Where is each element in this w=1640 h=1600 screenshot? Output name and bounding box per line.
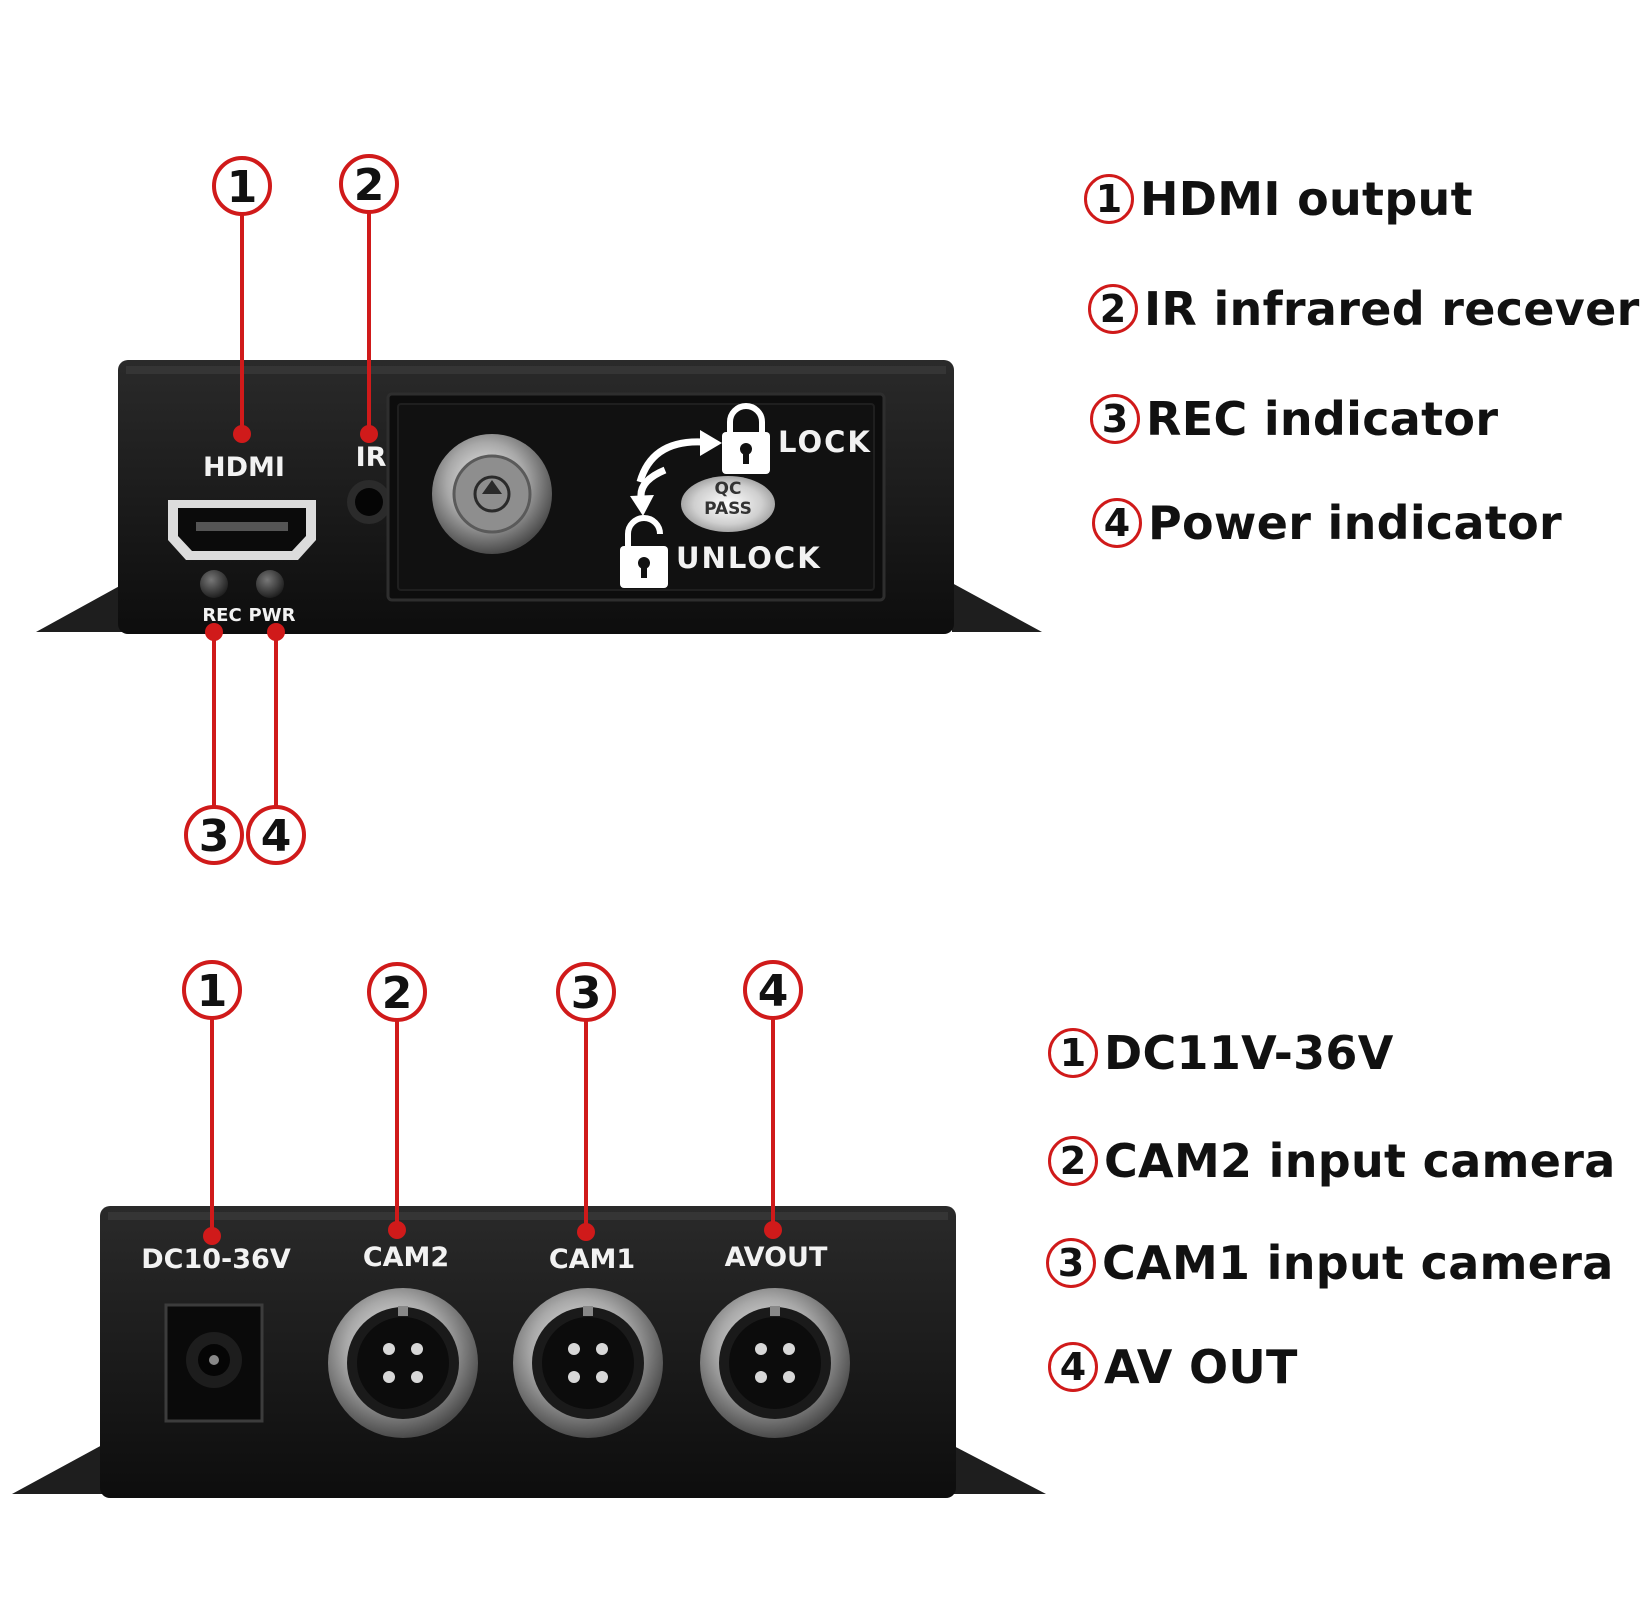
- front-panel: HDMI IR REC PWR: [36, 360, 1042, 634]
- rear-left-flange: [12, 1444, 104, 1494]
- front-left-flange: [36, 583, 125, 632]
- rear-panel: DC10-36V CAM2 CAM1 AVOUT: [12, 1206, 1046, 1498]
- svg-text:4: 4: [261, 811, 292, 862]
- cam2-label: CAM2: [363, 1242, 449, 1273]
- svg-text:3: 3: [199, 811, 230, 862]
- cam1-label: CAM1: [549, 1244, 635, 1275]
- svg-text:QC: QC: [715, 479, 742, 499]
- svg-text:PASS: PASS: [704, 499, 752, 519]
- svg-text:3: 3: [571, 968, 602, 1019]
- dc-jack-icon: [164, 1303, 264, 1423]
- lock-arrow-icon: [636, 438, 703, 484]
- svg-text:2: 2: [382, 968, 413, 1019]
- dc-label: DC10-36V: [141, 1244, 291, 1275]
- device-diagram: HDMI IR REC PWR: [12, 154, 1046, 1498]
- padlock-unlocked-icon: [620, 515, 668, 588]
- front-right-flange: [952, 583, 1042, 632]
- rec-label: REC: [202, 605, 241, 626]
- avout-connector-icon: [700, 1288, 850, 1438]
- front-callout-badge-3: 3: [184, 805, 244, 865]
- rear-callouts: [210, 1018, 775, 1236]
- unlock-label: UNLOCK: [676, 541, 822, 575]
- ir-label: IR: [356, 442, 387, 473]
- rear-callout-badge-4: 4: [743, 960, 803, 1020]
- pwr-led-icon: [256, 570, 284, 598]
- rear-callout-badge-3: 3: [556, 962, 616, 1022]
- front-callouts: [212, 212, 371, 808]
- pwr-label: PWR: [249, 605, 296, 626]
- padlock-locked-icon: [722, 403, 770, 474]
- front-callout-badge-4: 4: [246, 805, 306, 865]
- hdmi-port-icon: [168, 500, 316, 560]
- cam1-connector-icon: [513, 1288, 663, 1438]
- front-callout-badge-2: 2: [339, 154, 399, 214]
- rear-right-flange: [950, 1444, 1046, 1494]
- front-callout-badge-1: 1: [212, 156, 272, 216]
- svg-text:4: 4: [758, 966, 789, 1017]
- svg-text:1: 1: [197, 966, 228, 1017]
- key-lock-icon: [432, 434, 552, 554]
- ir-receiver-icon: [347, 480, 391, 524]
- qc-pass-sticker: QC PASS: [681, 476, 775, 532]
- svg-text:2: 2: [354, 160, 385, 211]
- avout-label: AVOUT: [725, 1242, 828, 1273]
- rear-callout-dots: [203, 1221, 782, 1245]
- front-callout-dots: [205, 425, 378, 641]
- hdmi-label: HDMI: [203, 452, 285, 483]
- rec-led-icon: [200, 570, 228, 598]
- rear-callout-badge-2: 2: [367, 962, 427, 1022]
- lock-label: LOCK: [778, 425, 872, 459]
- rear-callout-badge-1: 1: [182, 960, 242, 1020]
- svg-text:1: 1: [227, 162, 258, 213]
- cam2-connector-icon: [328, 1288, 478, 1438]
